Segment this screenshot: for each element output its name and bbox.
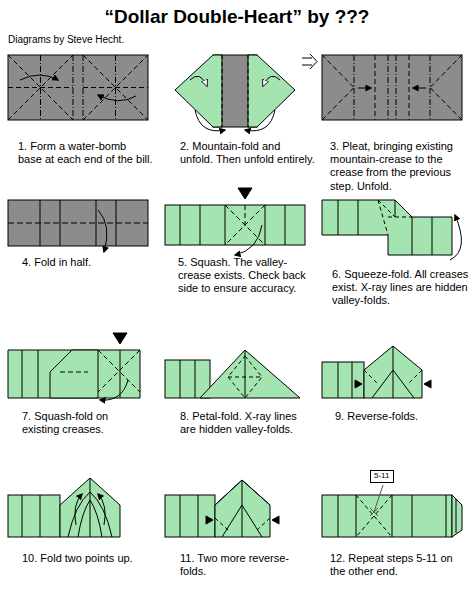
step-caption: 11. Two more reverse-folds. xyxy=(180,552,310,578)
step-caption: 12. Repeat steps 5-11 on the other end. xyxy=(330,552,470,578)
step-reference-box: 5-11 xyxy=(370,470,394,483)
step-8-figure xyxy=(165,350,300,398)
caption-holder: Diagrams by Steve Hecht. xyxy=(8,34,208,46)
caption-holder: 8. Petal-fold. X-ray lines are hidden va… xyxy=(180,410,310,436)
step-6-figure xyxy=(322,200,461,260)
step-9-figure xyxy=(322,346,431,398)
caption-holder: 4. Fold in half. xyxy=(22,256,152,269)
step-3-figure xyxy=(322,55,462,120)
caption-holder: 7. Squash-fold on existing creases. xyxy=(22,410,147,436)
caption-holder: 12. Repeat steps 5-11 on the other end. xyxy=(330,552,470,578)
caption-holder: 1. Form a water-bomb base at each end of… xyxy=(18,140,153,166)
step-7-figure xyxy=(8,333,140,400)
step-2-figure xyxy=(175,54,317,131)
step-caption: 2. Mountain-fold and unfold. Then unfold… xyxy=(180,140,315,166)
step-reference: 5-11 xyxy=(374,471,390,481)
diagram-title: “Dollar Double-Heart” by ??? xyxy=(0,6,474,28)
caption-holder: 5. Squash. The valley-crease exists. Che… xyxy=(178,256,313,296)
caption-holder: 9. Reverse-folds. xyxy=(335,410,460,423)
step-caption: 8. Petal-fold. X-ray lines are hidden va… xyxy=(180,410,310,436)
step-caption: 5. Squash. The valley-crease exists. Che… xyxy=(178,256,313,296)
credit-note: Diagrams by Steve Hecht. xyxy=(8,34,208,46)
step-caption: 9. Reverse-folds. xyxy=(335,410,460,423)
step-1-figure xyxy=(8,55,148,120)
title-holder: “Dollar Double-Heart” by ??? xyxy=(0,6,474,28)
step-caption: 10. Fold two points up. xyxy=(22,552,152,565)
step-caption: 4. Fold in half. xyxy=(22,256,152,269)
step-4-figure xyxy=(8,200,148,252)
step-caption: 3. Pleat, bringing existing mountain-cre… xyxy=(330,140,472,193)
caption-holder: 11. Two more reverse-folds. xyxy=(180,552,310,578)
caption-holder: 6. Squeeze-fold. All creases exist. X-ra… xyxy=(332,268,470,308)
caption-holder: 10. Fold two points up. xyxy=(22,552,152,565)
leader-line xyxy=(374,485,383,512)
step-caption: 6. Squeeze-fold. All creases exist. X-ra… xyxy=(332,268,470,308)
step-caption: 7. Squash-fold on existing creases. xyxy=(22,410,147,436)
step-5-figure xyxy=(165,188,305,255)
step-10-figure xyxy=(8,478,120,537)
caption-holder: 3. Pleat, bringing existing mountain-cre… xyxy=(330,140,472,193)
caption-holder: 2. Mountain-fold and unfold. Then unfold… xyxy=(180,140,315,166)
step-11-figure xyxy=(165,480,279,537)
step-caption: 1. Form a water-bomb base at each end of… xyxy=(18,140,153,166)
step-12-figure xyxy=(322,485,462,537)
